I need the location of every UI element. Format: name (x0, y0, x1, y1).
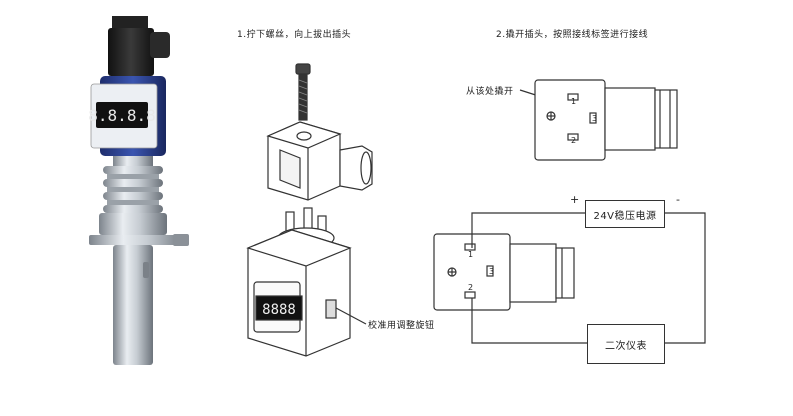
head-display-digits: 8888 (262, 302, 296, 318)
power-supply-box: 24V稳压电源 (585, 200, 665, 228)
adjust-knob-label: 校准用调整旋钮 (368, 321, 435, 331)
connector-face-wired (433, 233, 575, 311)
step2-instruction: 2.撬开插头，按照接线标签进行接线 (496, 30, 649, 40)
terminal-1-bottom: 1 (468, 250, 473, 259)
lcd-digits: 8.8.8.8 (88, 106, 155, 125)
terminal-3-bottom: 3 (489, 267, 494, 276)
cooling-fins (103, 166, 163, 213)
insertion-tube (113, 245, 153, 365)
connector-face-top (534, 79, 678, 161)
head-display: 8888 (255, 295, 303, 321)
clamp-flange (89, 213, 189, 246)
minus-sign: - (676, 193, 681, 206)
wiring (471, 212, 706, 344)
pry-here-label: 从该处撬开 (466, 87, 514, 97)
secondary-meter-box: 二次仪表 (587, 324, 665, 364)
plug (266, 121, 373, 201)
plus-sign: + (570, 193, 580, 206)
terminal-2-top: 2 (571, 136, 576, 145)
transmitter-photo: 8.8.8.8 (88, 16, 189, 365)
terminal-1-top: 1 (571, 97, 576, 106)
adjust-knob (325, 299, 367, 325)
terminal-3-top: 3 (592, 114, 597, 123)
lcd-display: 8.8.8.8 (88, 102, 156, 128)
din-connector (108, 16, 170, 76)
terminal-2-bottom: 2 (468, 283, 473, 292)
transmitter-head (246, 229, 352, 357)
screw (295, 63, 311, 121)
step1-instruction: 1.拧下螺丝，向上拔出插头 (237, 30, 352, 40)
